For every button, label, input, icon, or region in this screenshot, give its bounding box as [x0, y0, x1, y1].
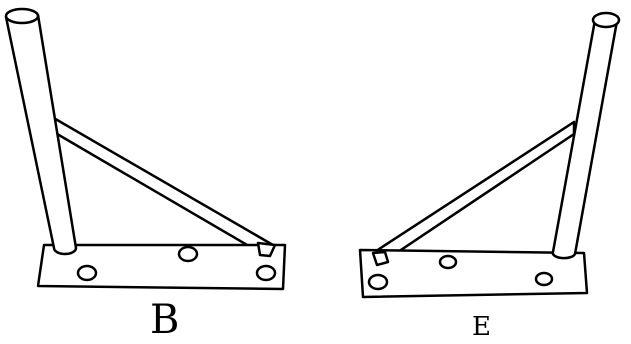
bracket-b-hole-middle: [177, 245, 199, 263]
bracket-b-post-top: [4, 7, 40, 25]
bracket-b-hole-left: [76, 264, 98, 282]
bracket-e-brace-foot: [371, 250, 390, 267]
bracket-e-caption: E: [472, 312, 491, 342]
bracket-b-post: [4, 13, 78, 256]
bracket-b-base-plate: [36, 243, 287, 291]
bracket-b-caption: B: [150, 297, 180, 343]
bracket-b-hole-right: [255, 264, 277, 282]
bracket-e-post: [551, 18, 619, 260]
bracket-b-diagonal-brace: [50, 115, 275, 258]
bracket-e-base-plate: [358, 248, 589, 299]
bracket-e-post-top: [591, 11, 621, 29]
bracket-e-hole-left: [367, 273, 389, 291]
bracket-e-hole-right: [534, 271, 554, 287]
bracket-e-diagonal-brace: [371, 120, 576, 264]
bracket-b: [4, 7, 287, 291]
bracket-e: [358, 11, 621, 299]
bracket-e-hole-middle: [438, 254, 458, 270]
bracket-b-brace-foot: [256, 241, 277, 258]
